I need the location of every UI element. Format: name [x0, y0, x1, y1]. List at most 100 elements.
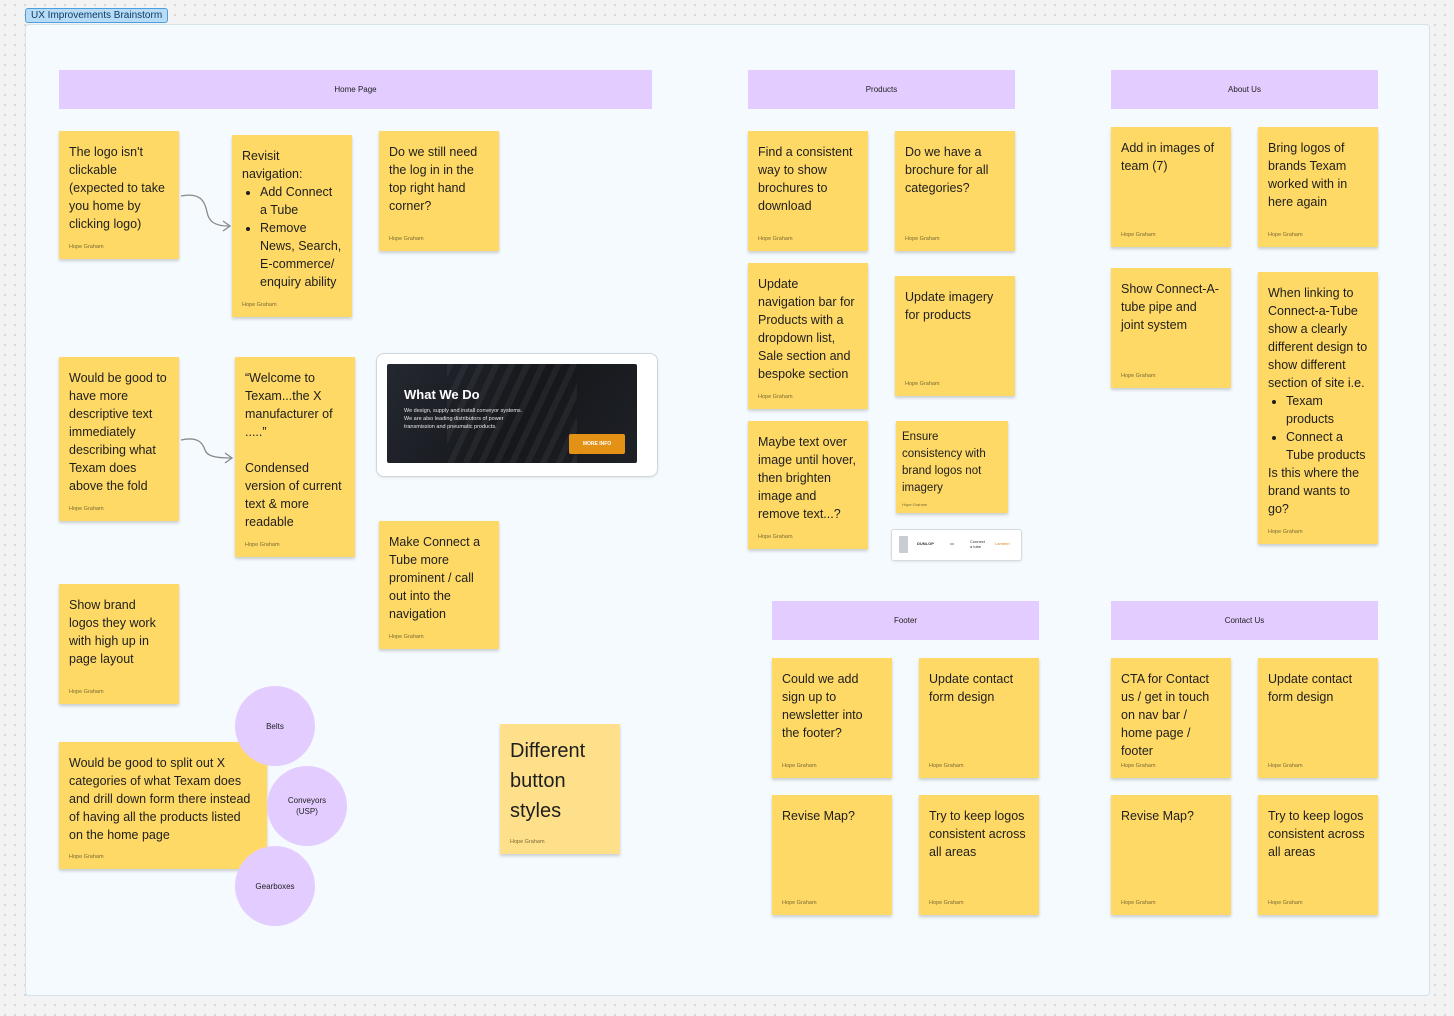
sticky-author: Hope Graham [245, 542, 280, 548]
sticky-footer-logos[interactable]: Try to keep logos consistent across all … [919, 795, 1039, 915]
sticky-author: Hope Graham [1268, 763, 1303, 769]
circle-gearboxes[interactable]: Gearboxes [235, 846, 315, 926]
sticky-footer-contact-form[interactable]: Update contact form design Hope Graham [919, 658, 1039, 778]
sticky-footer-map[interactable]: Revise Map? Hope Graham [772, 795, 892, 915]
sticky-author: Hope Graham [782, 900, 817, 906]
sticky-brochures[interactable]: Find a consistent way to show brochures … [748, 131, 868, 251]
linking-intro: When linking to Connect-a-Tube show a cl… [1268, 286, 1368, 390]
brand-logo-strip[interactable]: DUNLOP ••• Connect a tube Lambert [891, 529, 1022, 561]
sticky-button-styles[interactable]: Different button styles Hope Graham [500, 724, 620, 854]
sticky-text: Find a consistent way to show brochures … [758, 145, 853, 213]
header-contact-us[interactable]: Contact Us [1111, 601, 1378, 640]
sticky-descriptive-text[interactable]: Would be good to have more descriptive t… [59, 357, 179, 521]
what-we-do-screenshot[interactable]: What We Do We design, supply and install… [376, 353, 658, 477]
sticky-contact-logos[interactable]: Try to keep logos consistent across all … [1258, 795, 1378, 915]
what-we-do-banner: What We Do We design, supply and install… [387, 364, 637, 463]
sticky-hover-text[interactable]: Maybe text over image until hover, then … [748, 421, 868, 549]
sticky-cta-contact[interactable]: CTA for Contact us / get in touch on nav… [1111, 658, 1231, 778]
header-about-us[interactable]: About Us [1111, 70, 1378, 109]
sticky-author: Hope Graham [905, 381, 940, 387]
sticky-brand-consistency[interactable]: Ensure consistency with brand logos not … [896, 421, 1008, 513]
sticky-author: Hope Graham [242, 302, 277, 308]
sticky-author: Hope Graham [1121, 900, 1156, 906]
list-item: Texam products [1286, 392, 1368, 428]
sticky-contact-form[interactable]: Update contact form design Hope Graham [1258, 658, 1378, 778]
sticky-text: Show brand logos they work with high up … [69, 598, 156, 666]
sticky-brand-logos[interactable]: Show brand logos they work with high up … [59, 584, 179, 704]
sticky-text: Could we add sign up to newsletter into … [782, 672, 863, 740]
sticky-author: Hope Graham [902, 502, 928, 507]
more-info-button: MORE INFO [569, 434, 625, 454]
sticky-author: Hope Graham [1121, 373, 1156, 379]
sticky-team-images[interactable]: Add in images of team (7) Hope Graham [1111, 127, 1231, 247]
sticky-text: Do we have a brochure for all categories… [905, 145, 989, 195]
header-products[interactable]: Products [748, 70, 1015, 109]
circle-belts[interactable]: Belts [235, 686, 315, 766]
sticky-text: Update contact form design [1268, 672, 1353, 704]
sticky-logo-clickable[interactable]: The logo isn't clickable (expected to ta… [59, 131, 179, 259]
sticky-author: Hope Graham [758, 236, 793, 242]
sticky-author: Hope Graham [782, 763, 817, 769]
sticky-text: “Welcome to Texam...the X manufacturer o… [245, 369, 345, 531]
banner-texture [447, 364, 577, 463]
sticky-text: The logo isn't clickable (expected to ta… [69, 145, 165, 231]
sticky-pipe-system[interactable]: Show Connect-A-tube pipe and joint syste… [1111, 268, 1231, 388]
arrow-icon [180, 194, 232, 232]
sticky-brand-logos-about[interactable]: Bring logos of brands Texam worked with … [1258, 127, 1378, 247]
condensed-text: Condensed version of current text & more… [245, 461, 342, 529]
section-label[interactable]: UX Improvements Brainstorm [25, 8, 169, 23]
sticky-text: Try to keep logos consistent across all … [1268, 809, 1365, 859]
header-home-page[interactable]: Home Page [59, 70, 652, 109]
sticky-text: Different button styles [510, 740, 586, 822]
banner-description: We design, supply and install conveyor s… [404, 408, 523, 430]
sticky-author: Hope Graham [389, 634, 424, 640]
logo-dunlop: DUNLOP [917, 541, 934, 546]
sticky-split-categories[interactable]: Would be good to split out X categories … [59, 742, 267, 869]
sticky-text: Ensure consistency with brand logos not … [902, 431, 986, 494]
sticky-text: Revise Map? [782, 809, 855, 823]
sticky-author: Hope Graham [758, 394, 793, 400]
sticky-author: Hope Graham [510, 839, 545, 845]
sticky-text: Update contact form design [929, 672, 1014, 704]
sticky-text: Add in images of team (7) [1121, 141, 1215, 173]
list-item: Add Connect a Tube [260, 183, 342, 219]
sticky-login[interactable]: Do we still need the log in in the top r… [379, 131, 499, 251]
sticky-author: Hope Graham [69, 506, 104, 512]
arrow-icon [180, 438, 234, 464]
sticky-welcome[interactable]: “Welcome to Texam...the X manufacturer o… [235, 357, 355, 557]
header-footer[interactable]: Footer [772, 601, 1039, 640]
sticky-text: Update navigation bar for Products with … [758, 277, 855, 381]
sticky-products-navigation[interactable]: Update navigation bar for Products with … [748, 263, 868, 409]
sticky-text: Make Connect a Tube more prominent / cal… [389, 535, 481, 621]
sticky-text: Bring logos of brands Texam worked with … [1268, 141, 1348, 209]
sticky-author: Hope Graham [1121, 232, 1156, 238]
sticky-author: Hope Graham [1268, 232, 1303, 238]
sticky-connect-a-tube-linking[interactable]: When linking to Connect-a-Tube show a cl… [1258, 272, 1378, 544]
sticky-text: Revisit navigation: Add Connect a Tube R… [242, 147, 342, 291]
sticky-text: CTA for Contact us / get in touch on nav… [1121, 672, 1210, 758]
sticky-product-imagery[interactable]: Update imagery for products Hope Graham [895, 276, 1015, 396]
sticky-author: Hope Graham [1121, 763, 1156, 769]
list-item: Remove News, Search, E-commerce/ enquiry… [260, 219, 342, 291]
sticky-revisit-navigation[interactable]: Revisit navigation: Add Connect a Tube R… [232, 135, 352, 317]
sticky-text: Would be good to have more descriptive t… [69, 371, 167, 493]
sticky-text: When linking to Connect-a-Tube show a cl… [1268, 284, 1368, 518]
sticky-text: Show Connect-A-tube pipe and joint syste… [1121, 282, 1219, 332]
sticky-text: Do we still need the log in in the top r… [389, 145, 478, 213]
sticky-brochure-categories[interactable]: Do we have a brochure for all categories… [895, 131, 1015, 251]
sticky-contact-map[interactable]: Revise Map? Hope Graham [1111, 795, 1231, 915]
logo-placeholder: ••• [950, 541, 955, 546]
sticky-author: Hope Graham [69, 244, 104, 250]
sticky-connect-a-tube[interactable]: Make Connect a Tube more prominent / cal… [379, 521, 499, 649]
sticky-newsletter[interactable]: Could we add sign up to newsletter into … [772, 658, 892, 778]
circle-conveyors[interactable]: Conveyors (USP) [267, 766, 347, 846]
linking-outro: Is this where the brand wants to go? [1268, 466, 1360, 516]
sticky-author: Hope Graham [929, 763, 964, 769]
sticky-text: Would be good to split out X categories … [69, 756, 251, 842]
sticky-author: Hope Graham [389, 236, 424, 242]
nav-title: Revisit navigation: [242, 149, 303, 181]
sticky-author: Hope Graham [69, 689, 104, 695]
sticky-text: Revise Map? [1121, 809, 1194, 823]
welcome-text: “Welcome to Texam...the X manufacturer o… [245, 371, 333, 439]
sticky-author: Hope Graham [758, 534, 793, 540]
